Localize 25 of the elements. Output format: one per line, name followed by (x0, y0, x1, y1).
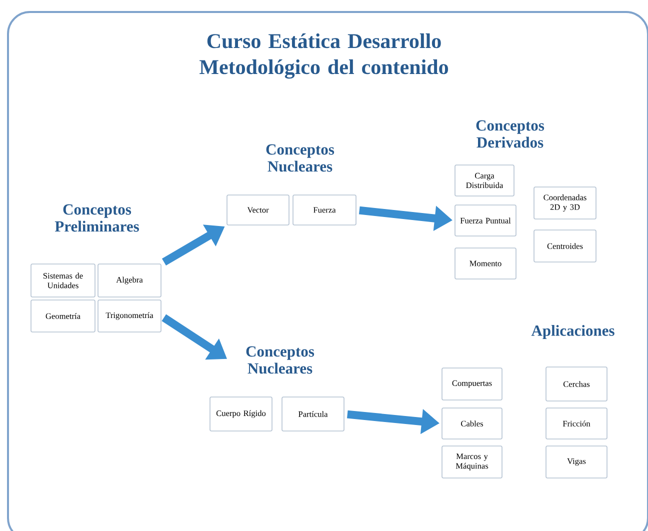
concept-box: Geometría (30, 300, 96, 332)
title: Curso Estática Desarrollo Metodológico del contenido (200, 33, 448, 79)
concept-box: Sistemas de Unidades (30, 264, 96, 298)
concept-box: Centroides (534, 230, 596, 262)
concept-box: Vector (226, 194, 290, 226)
group-heading: Conceptos Derivados (476, 120, 544, 148)
concept-box: Carga Distribuida (454, 164, 514, 196)
concept-box: Partícula (282, 396, 344, 432)
group-heading: Conceptos Nucleares (266, 144, 334, 172)
concept-box: Cuerpo Rígido (210, 396, 272, 432)
concept-box: Trigonometría (98, 300, 162, 332)
concept-box: Marcos y Máquinas (442, 446, 502, 478)
concept-box: Coordenadas 2D y 3D (534, 186, 596, 220)
concept-box: Algebra (98, 264, 162, 298)
concept-box: Compuertas (442, 368, 502, 400)
concept-box: Cerchas (546, 366, 608, 402)
concept-box: Vigas (546, 446, 608, 478)
concept-box: Fricción (546, 408, 608, 440)
concept-box: Cables (442, 408, 502, 440)
group-heading: Conceptos Preliminares (54, 204, 139, 232)
concept-box: Fuerza Puntual (454, 204, 516, 236)
group-heading: Aplicaciones (531, 324, 614, 340)
group-heading: Conceptos Nucleares (246, 346, 314, 374)
concept-box: Fuerza (292, 194, 356, 226)
concept-box: Momento (454, 248, 516, 280)
